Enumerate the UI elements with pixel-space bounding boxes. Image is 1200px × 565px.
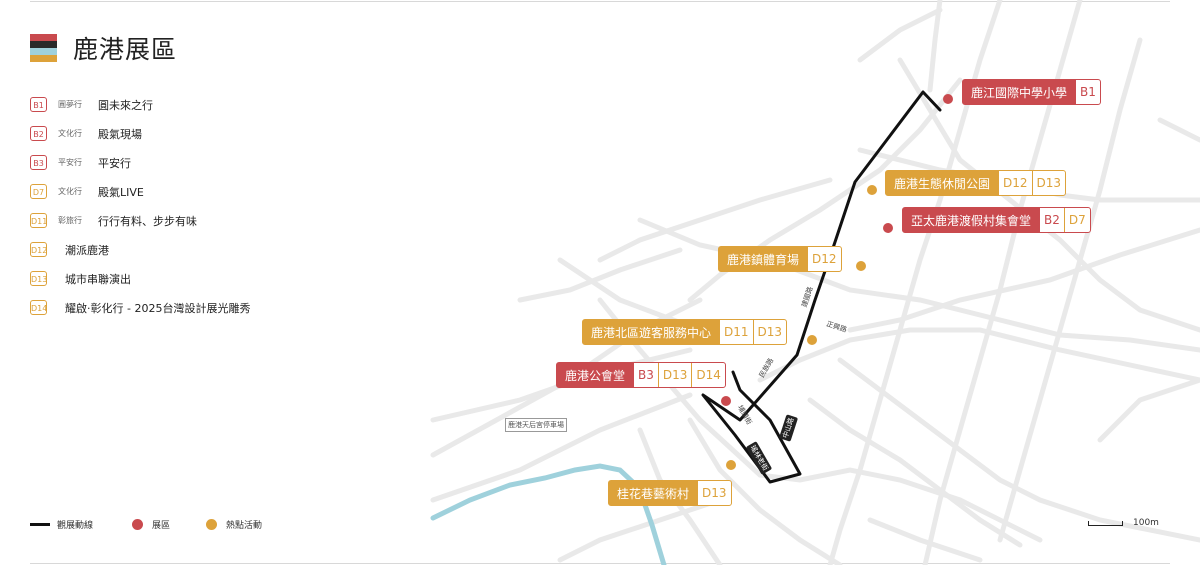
legend-name: 耀啟·彰化行 - 2025台灣設計展光雕秀 [65,301,251,315]
legend-item[interactable]: D11 彰旅行 行行有料、步步有味 [30,206,250,235]
venue-code-badge: D7 [1063,208,1090,232]
venue-code-badge: B2 [1039,208,1064,232]
legend-category: 文化行 [58,187,82,196]
venue-callout-resort[interactable]: 亞太鹿港渡假村集會堂 B2 D7 [902,207,1091,233]
scale-bar-icon [1088,520,1123,526]
key-hotspot: 熱點活動 [206,518,262,531]
parking-label: 鹿港天后宮停車場 [505,418,567,432]
key-label: 熱點活動 [226,521,263,531]
legend-code: D11 [30,213,47,228]
legend-name: 潮派鹿港 [65,243,109,257]
venue-code-badge: B1 [1075,80,1100,104]
legend-item[interactable]: B1 圓夢行 圓未來之行 [30,90,250,119]
venue-code-badge: D12 [807,247,841,271]
venue-callout-stadium[interactable]: 鹿港鎮體育場 D12 [718,246,842,272]
legend-name: 城市串聯演出 [65,272,131,286]
venue-name: 鹿港公會堂 [565,368,626,383]
legend-name: 圓未來之行 [98,98,153,112]
key-label: 展區 [152,521,171,531]
venue-code-badge: B3 [633,363,658,387]
venue-name: 鹿港鎮體育場 [727,252,800,267]
venue-dot-stadium [856,261,866,271]
legend-item[interactable]: D12 潮派鹿港 [30,235,250,264]
venue-dot-art-village [726,460,736,470]
venue-name: 鹿港北區遊客服務中心 [591,325,712,340]
legend-item[interactable]: D14 耀啟·彰化行 - 2025台灣設計展光雕秀 [30,293,250,322]
venue-callout-art-village[interactable]: 桂花巷藝術村 D13 [608,480,732,506]
legend-code: D7 [30,184,47,199]
venue-code-badge: D14 [691,363,725,387]
legend-name: 殿氣現場 [98,127,142,141]
logo-flag [30,34,57,62]
legend-category: 彰旅行 [58,216,82,225]
yellow-dot-icon [206,519,217,530]
flag-stripe [30,41,57,48]
venue-dot-eco-park [867,185,877,195]
venue-callout-eco-park[interactable]: 鹿港生態休閒公園 D12 D13 [885,170,1067,196]
venue-dot-b1 [943,94,953,104]
key-exhibition: 展區 [132,518,170,531]
legend-code: B2 [30,126,47,141]
scale-label: 100m [1133,518,1159,528]
legend-item[interactable]: D13 城市串聯演出 [30,264,250,293]
flag-stripe [30,34,57,41]
flag-stripe [30,48,57,55]
legend-category: 平安行 [58,158,82,167]
title-block: 鹿港展區 [30,30,177,66]
venue-dot-visitor-center [807,335,817,345]
venue-dot-resort [883,223,893,233]
venue-name: 鹿港生態休閒公園 [894,176,991,191]
legend-item[interactable]: D7 文化行 殿氣LIVE [30,177,250,206]
legend-name: 殿氣LIVE [98,185,144,199]
page-title: 鹿港展區 [73,35,178,64]
venue-dot-public-hall [721,396,731,406]
route-line-icon [30,523,50,526]
scale-bar: 100m [1088,518,1159,528]
legend-category: 圓夢行 [58,100,82,109]
legend-code: B3 [30,155,47,170]
venue-name: 鹿江國際中學小學 [971,85,1068,100]
flag-stripe [30,55,57,62]
key-label: 觀展動線 [57,521,94,531]
legend-name: 行行有料、步步有味 [98,214,197,228]
legend-code: D12 [30,242,47,257]
venue-code-badge: D13 [752,320,787,344]
route-line [701,90,942,484]
legend-category: 文化行 [58,129,82,138]
legend-code: D13 [30,271,47,286]
legend-item[interactable]: B2 文化行 殿氣現場 [30,119,250,148]
venue-callout-visitor-center[interactable]: 鹿港北區遊客服務中心 D11 D13 [582,319,788,345]
legend-name: 平安行 [98,156,131,170]
legend-item[interactable]: B3 平安行 平安行 [30,148,250,177]
river [430,463,667,565]
venue-name: 桂花巷藝術村 [617,486,690,501]
venue-code-badge: D13 [1031,171,1066,195]
venue-dots [721,94,953,470]
legend-code: D14 [30,300,47,315]
red-dot-icon [132,519,143,530]
venue-code-badge: D12 [998,171,1032,195]
bottom-divider [30,563,1170,564]
legend-code: B1 [30,97,47,112]
key-route: 觀展動線 [30,518,93,531]
venue-code-badge: D11 [719,320,753,344]
venue-name: 亞太鹿港渡假村集會堂 [911,213,1032,228]
top-divider [30,1,1170,2]
venue-callout-b1[interactable]: 鹿江國際中學小學 B1 [962,79,1101,105]
venue-callout-public-hall[interactable]: 鹿港公會堂 B3 D13 D14 [556,362,726,388]
venue-code-badge: D13 [657,363,692,387]
venue-code-badge: D13 [697,481,731,505]
